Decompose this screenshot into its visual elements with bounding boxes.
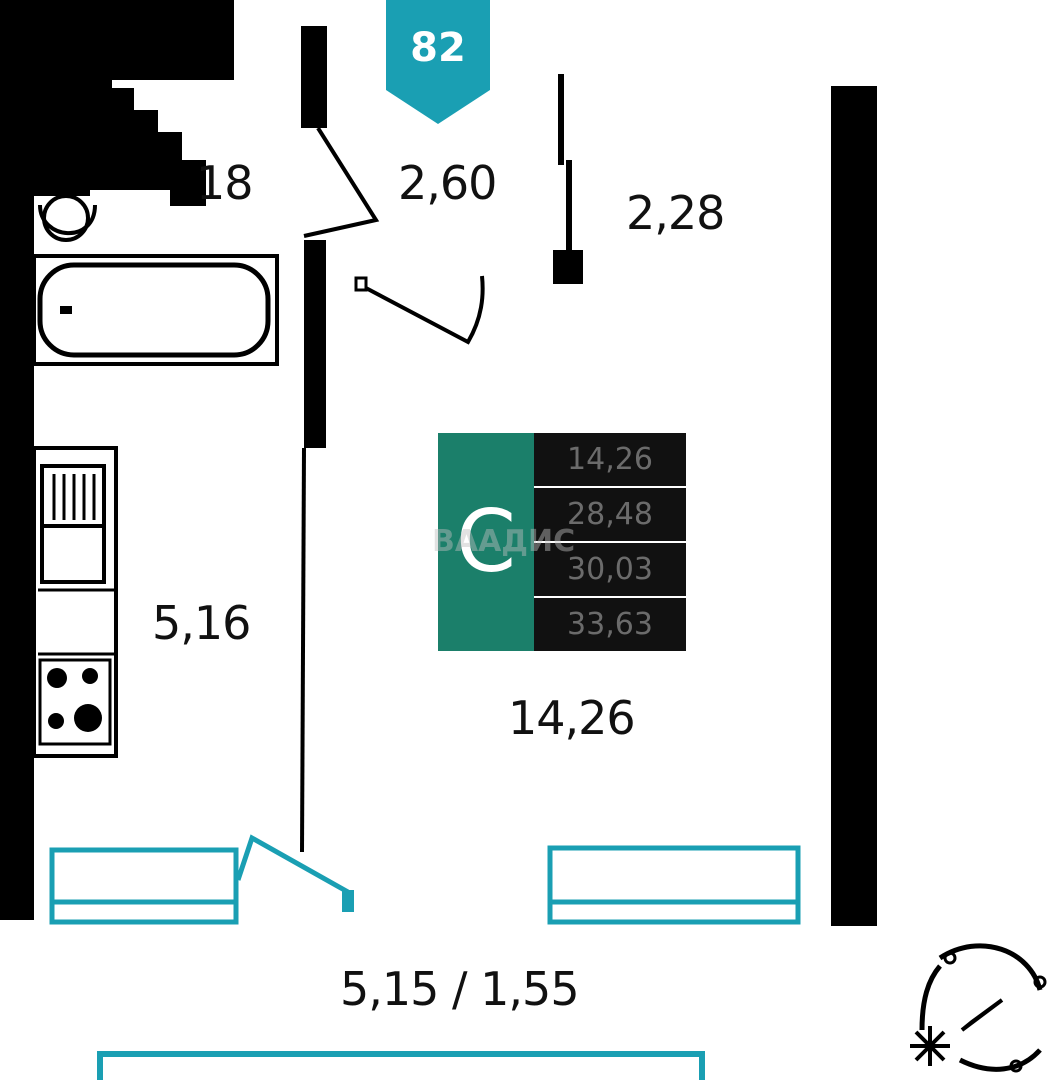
wall-top-left — [0, 0, 234, 920]
partition-line — [300, 447, 306, 853]
area-summary-table: C 14,26 28,48 30,03 33,63 — [438, 433, 686, 651]
room-area-hall: 2,60 — [398, 156, 497, 210]
room-area-wardrobe: 2,28 — [626, 186, 725, 240]
bathtub-drain — [60, 306, 72, 314]
room-door-swing — [363, 275, 485, 345]
compass-icon — [919, 943, 1043, 1072]
apartment-number-badge: 82 — [386, 0, 490, 126]
compass-marker — [1033, 975, 1047, 989]
toilet-icon — [38, 204, 97, 236]
room-area-balcony: 5,15 / 1,55 — [340, 962, 580, 1016]
area-values-column: 14,26 28,48 30,03 33,63 — [534, 433, 686, 651]
watermark-text: ВААДИС — [432, 524, 576, 559]
room-area-living: 14,26 — [508, 691, 636, 745]
wall-column-upper — [301, 26, 327, 128]
area-value-with-balcony: 30,03 — [534, 543, 686, 598]
area-value-full: 33,63 — [534, 598, 686, 651]
window-right — [547, 845, 801, 925]
toilet-seat — [42, 194, 90, 242]
balcony-rail — [97, 1051, 705, 1080]
sun-icon — [910, 1026, 950, 1066]
door-hinge — [354, 276, 368, 292]
balcony-door-hinge — [342, 890, 354, 912]
wall-column-lower — [304, 240, 326, 448]
compass-marker — [1009, 1059, 1023, 1073]
apartment-number: 82 — [410, 25, 466, 71]
area-value-living: 14,26 — [534, 433, 686, 488]
stove-burner — [74, 704, 102, 732]
compass-marker — [943, 951, 957, 965]
area-value-total: 28,48 — [534, 488, 686, 543]
sink-grate — [52, 474, 96, 520]
room-area-bathroom: 18 — [196, 156, 254, 210]
bathroom-door-swing — [303, 126, 380, 238]
wall-right — [831, 86, 877, 926]
wardrobe-post — [553, 250, 583, 284]
room-area-kitchen: 5,16 — [152, 596, 251, 650]
apartment-type: C — [438, 433, 534, 651]
stove-burner — [47, 668, 67, 688]
balcony-door-swing — [235, 834, 350, 895]
bathtub-inner — [37, 262, 271, 358]
compass-needle — [960, 998, 1004, 1032]
window-left — [49, 847, 239, 925]
stove-burner — [82, 668, 98, 684]
stove-burner — [48, 713, 64, 729]
